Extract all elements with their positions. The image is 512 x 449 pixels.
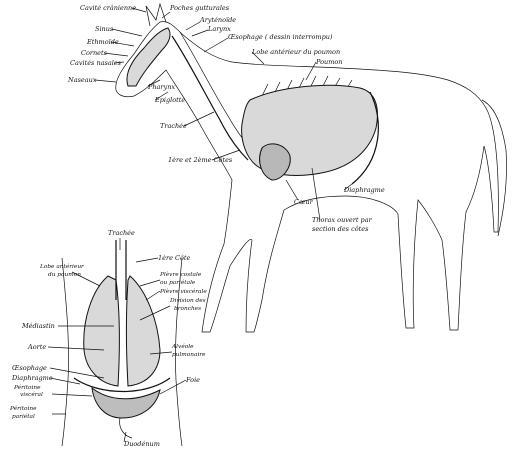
s-label-alveole-2: pulmonaire — [172, 352, 206, 358]
label-sinus: Sinus — [95, 25, 114, 33]
label-cavite-cranienne: Cavité crânienne — [80, 4, 136, 12]
s-label-plevre-costale-2: ou pariétale — [160, 279, 196, 286]
heart — [259, 143, 291, 181]
s-label-diaphragme: Diaphragme — [11, 374, 53, 382]
section-liver — [91, 386, 161, 419]
s-label-division-2: bronches — [174, 306, 201, 312]
label-larynx: Larynx — [207, 25, 231, 33]
thorax-section-drawing: Trachée 1ère Côte Lobe antérieur du poum… — [9, 229, 207, 448]
s-label-peritoine-visceral-1: Péritoine — [13, 384, 41, 391]
label-epiglotte: Epiglotte — [154, 96, 185, 104]
s-label-peritoine-visceral-2: viscéral — [20, 391, 43, 398]
horse-drawing: Cavité crânienne Sinus Ethmoïde Cornets … — [67, 2, 507, 333]
label-poches-gutturales: Poches gutturales — [169, 4, 230, 12]
horse-outline — [115, 21, 499, 333]
section-outline — [61, 257, 183, 447]
label-ethmoide: Ethmoïde — [86, 38, 119, 46]
section-leader-lines — [47, 238, 187, 443]
label-thorax-1: Thorax ouvert par — [312, 216, 373, 224]
s-label-plevre-costale-1: Plèvre costale — [159, 271, 202, 278]
s-label-alveole-1: Alvéole — [171, 343, 194, 350]
vertebrae — [261, 75, 353, 97]
section-diaphragm — [73, 377, 171, 392]
section-lung-right — [126, 275, 161, 387]
s-label-aorte: Aorte — [27, 343, 46, 351]
label-pharynx: Pharynx — [147, 83, 175, 91]
s-label-lobe-1: Lobe antérieur — [39, 263, 85, 270]
label-lobe-anterieur: Lobe antérieur du poumon — [251, 48, 340, 56]
s-label-plevre-viscerale: Plèvre viscérale — [159, 288, 207, 295]
label-thorax-2: section des côtes — [312, 225, 369, 233]
label-trachee: Trachée — [160, 122, 187, 130]
horse-ears — [145, 2, 167, 27]
label-diaphragme: Diaphragme — [343, 186, 385, 194]
s-label-foie: Foie — [185, 376, 200, 384]
horse-tail — [481, 99, 507, 237]
label-coeur: Cœur — [294, 198, 314, 206]
label-cavite-nasales: Cavités nasales — [70, 59, 122, 67]
horse-leader-lines — [94, 7, 353, 221]
section-lung-left — [83, 275, 120, 387]
s-label-division-1: Division des — [169, 298, 206, 304]
label-naseaux: Naseaux — [67, 76, 97, 84]
section-duodenum — [119, 417, 133, 439]
s-label-premiere-cote: 1ère Côte — [158, 254, 191, 262]
s-label-lobe-2: du poumon — [48, 272, 81, 278]
s-label-peritoine-parietal-1: Péritoine — [9, 405, 37, 412]
trachea-shape — [171, 35, 249, 161]
label-cotes: 1ère et 2ème Côtes — [168, 156, 233, 164]
s-label-oesophage: Œsophage — [12, 364, 47, 372]
s-label-duodenum: Duodénum — [123, 440, 160, 448]
s-label-mediastin: Médiastin — [21, 322, 55, 330]
label-cornets: Cornets — [81, 49, 108, 57]
nasal-cavities — [126, 27, 171, 87]
section-trachea — [115, 240, 127, 300]
s-label-peritoine-parietal-2: pariétal — [12, 413, 35, 420]
label-poumon: Poumon — [315, 58, 342, 66]
label-arytenoide: Aryténoïde — [199, 16, 236, 24]
s-label-trachee: Trachée — [108, 229, 135, 237]
label-oesophage: Œsophage ( dessin interrompu) — [228, 33, 333, 41]
diaphragm-line — [351, 91, 379, 185]
